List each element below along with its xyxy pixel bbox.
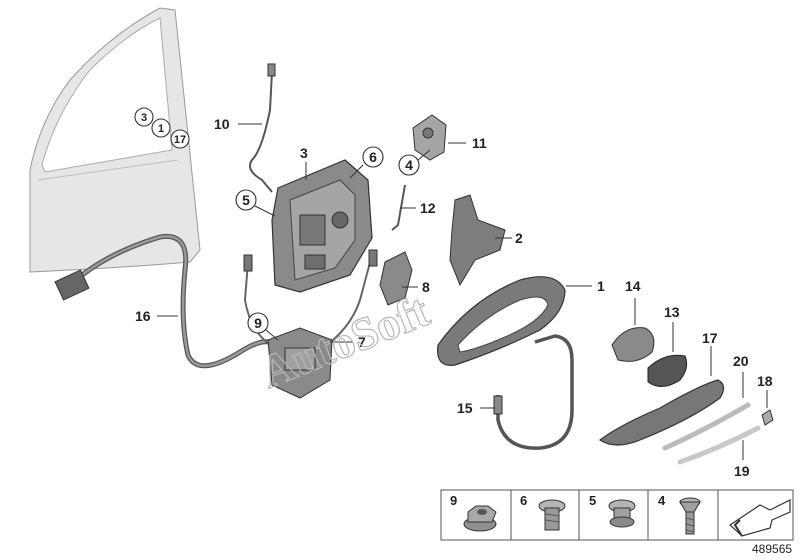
callout-4: 4 — [398, 149, 431, 176]
rod-part-10 — [249, 63, 276, 193]
callout-18: 18 — [757, 373, 773, 389]
document-number: 489565 — [752, 542, 792, 556]
callout-16: 16 — [135, 308, 151, 324]
callout-9: 9 — [247, 312, 279, 341]
svg-text:3: 3 — [141, 112, 147, 124]
legend-label-5: 5 — [589, 493, 596, 508]
svg-text:5: 5 — [242, 192, 250, 208]
callout-1: 1 — [597, 278, 605, 294]
trim-strip-part-19 — [677, 425, 761, 465]
watermark-text: AutoSoft — [253, 284, 436, 398]
door-lock-module-part-3 — [271, 159, 373, 293]
callout-19: 19 — [734, 463, 750, 479]
bracket-part-8 — [379, 251, 413, 306]
door-callout-17: 17 — [170, 129, 190, 149]
actuator-part-7 — [243, 249, 378, 399]
hardware-legend: 9 6 5 4 — [440, 489, 794, 541]
legend-label-4: 4 — [658, 493, 666, 508]
latch-bracket-part-11 — [412, 114, 447, 161]
torx-bolt-short-icon — [538, 499, 566, 531]
rod-part-12 — [391, 184, 406, 231]
handle-carrier-part-1 — [437, 276, 566, 366]
door-callout-3: 3 — [134, 107, 154, 127]
torx-bolt-collar-icon — [608, 499, 636, 528]
direction-arrow-icon — [729, 499, 791, 537]
callout-6: 6 — [349, 146, 384, 179]
callout-12: 12 — [420, 200, 436, 216]
callout-20: 20 — [733, 353, 749, 369]
carrier-part-2 — [449, 194, 506, 287]
cap-part-13 — [647, 354, 688, 387]
callout-7: 7 — [358, 334, 366, 350]
callout-5: 5 — [235, 189, 276, 217]
svg-text:17: 17 — [174, 134, 186, 146]
callout-13: 13 — [664, 304, 680, 320]
bowden-cable-part-16 — [54, 233, 278, 369]
callout-2: 2 — [515, 230, 523, 246]
flange-nut-icon — [463, 505, 497, 532]
svg-text:6: 6 — [369, 149, 377, 165]
legend-label-6: 6 — [520, 493, 527, 508]
callout-17: 17 — [702, 330, 718, 346]
trim-strip-part-20 — [662, 402, 751, 451]
callout-14: 14 — [625, 278, 641, 294]
gasket-part-14 — [611, 327, 655, 362]
door-callout-1: 1 — [151, 118, 171, 138]
callout-11: 11 — [472, 135, 487, 151]
callout-15: 15 — [457, 400, 473, 416]
outer-handle-part-17 — [598, 379, 725, 446]
callout-10: 10 — [214, 116, 230, 132]
svg-text:1: 1 — [158, 123, 164, 135]
countersunk-screw-icon — [679, 497, 701, 535]
svg-text:9: 9 — [254, 315, 262, 331]
clip-part-18 — [761, 409, 774, 426]
cable-part-15 — [493, 334, 574, 450]
door-panel — [29, 7, 201, 273]
legend-label-9: 9 — [450, 493, 457, 508]
callout-3: 3 — [300, 145, 308, 161]
svg-text:4: 4 — [405, 157, 413, 173]
callout-8: 8 — [422, 279, 430, 295]
